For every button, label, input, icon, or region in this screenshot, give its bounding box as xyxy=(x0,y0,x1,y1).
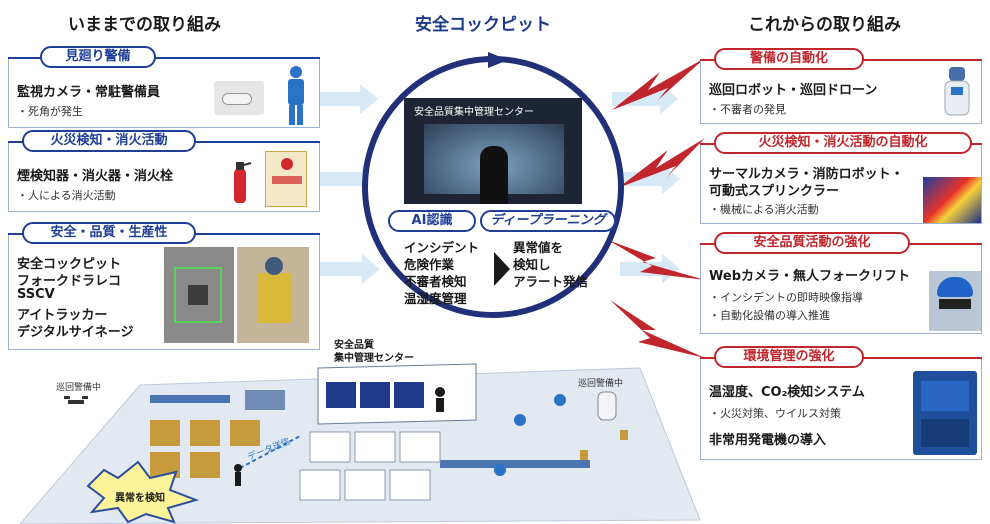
pill-environment-management: 環境管理の強化 xyxy=(714,346,864,368)
lightning-bolt-3 xyxy=(608,240,705,280)
card-line: 非常用発電機の導入 xyxy=(709,433,827,448)
detect-item: インシデント xyxy=(404,240,480,255)
card-sub: ・死角が発生 xyxy=(17,105,83,118)
tag-deep-learning: ディープラーニング xyxy=(480,210,616,232)
patrol-robot-bottom xyxy=(597,391,617,421)
card-sub: ・機械による消火活動 xyxy=(709,203,819,216)
control-center-photo xyxy=(404,98,582,204)
right-card-security: 巡回ロボット・巡回ドローン ・不審者の発見 xyxy=(700,60,982,124)
action-item: 検知し xyxy=(513,257,551,272)
control-center-label: 安全品質集中管理センター xyxy=(414,107,534,118)
card-line: アイトラッカー xyxy=(17,308,108,323)
card-line: 巡回ロボット・巡回ドローン xyxy=(709,83,878,98)
right-column-header: これからの取り組み xyxy=(748,15,901,35)
lightning-bolt-2 xyxy=(618,138,705,188)
conveyor-line xyxy=(150,390,590,468)
helmet-camera-photo xyxy=(929,271,981,331)
process-arrow-icon xyxy=(494,252,510,286)
card-line: デジタルサイネージ xyxy=(17,325,134,340)
card-sub: ・自動化設備の導入推進 xyxy=(709,309,830,322)
pill-safety: 安全・品質・生産性 xyxy=(22,222,196,244)
card-sub: ・火災対策、ウイルス対策 xyxy=(709,407,841,420)
pill-fire-automation: 火災検知・消火活動の自動化 xyxy=(714,132,972,154)
pill-fire: 火災検知・消火活動 xyxy=(22,130,196,152)
hydrant-box-photo xyxy=(265,151,307,207)
detect-item: 温湿度管理 xyxy=(404,291,467,306)
tag-ai-recognition: AI認識 xyxy=(388,210,476,232)
generator-photo xyxy=(913,371,977,455)
anomaly-label: 異常を検知 xyxy=(115,493,165,504)
control-room xyxy=(317,363,477,425)
lightning-bolt-4 xyxy=(610,300,705,358)
left-arrow-3 xyxy=(320,254,380,284)
camera-photo xyxy=(214,81,264,115)
card-line: 監視カメラ・常駐警備員 xyxy=(17,85,161,100)
camera-view-photo xyxy=(164,247,234,343)
card-line: 温湿度、CO₂検知システム xyxy=(709,385,865,400)
extinguisher-icon xyxy=(234,162,252,203)
action-item: アラート発信 xyxy=(513,274,589,289)
left-card-patrol: 監視カメラ・常駐警備員 ・死角が発生 xyxy=(8,58,320,128)
card-line: サーマルカメラ・消防ロボット・ xyxy=(709,167,904,182)
card-line: 安全コックピット xyxy=(17,257,122,272)
left-arrow-1 xyxy=(320,84,378,114)
patrol-robot-icon xyxy=(944,67,970,116)
thermal-image xyxy=(923,177,981,223)
right-arrow-1 xyxy=(612,84,678,114)
right-arrow-2 xyxy=(620,164,680,194)
right-card-environment: 温湿度、CO₂検知システム ・火災対策、ウイルス対策 非常用発電機の導入 xyxy=(700,358,982,460)
center-label-line2: 集中管理センター xyxy=(334,353,414,364)
worker-figure xyxy=(234,464,242,472)
center-title: 安全コックピット xyxy=(415,15,551,35)
data-send-line xyxy=(239,435,301,469)
card-line: Webカメラ・無人フォークリフト xyxy=(709,269,910,284)
card-line: SSCV xyxy=(17,287,55,302)
pill-security-automation: 警備の自動化 xyxy=(714,48,864,70)
guard-figure xyxy=(288,66,304,125)
detect-item: 危険作業 xyxy=(404,257,455,272)
center-label-line1: 安全品質 xyxy=(334,340,374,351)
pill-patrol: 見廻り警備 xyxy=(40,46,156,68)
right-card-quality: Webカメラ・無人フォークリフト ・インシデントの即時映像指導 ・自動化設備の導… xyxy=(700,244,982,334)
drone-icon xyxy=(64,396,88,404)
patrol-label-left: 巡回警備中 xyxy=(56,383,102,393)
card-line: 可動式スプリンクラー xyxy=(709,184,840,199)
pill-quality-enhancement: 安全品質活動の強化 xyxy=(714,232,910,254)
card-sub: ・人による消火活動 xyxy=(17,189,116,202)
forklift-photo xyxy=(237,247,309,343)
card-sub: ・インシデントの即時映像指導 xyxy=(709,291,863,304)
left-card-safety: 安全コックピット フォークドラレコ SSCV アイトラッカー デジタルサイネージ xyxy=(8,234,320,350)
card-sub: ・不審者の発見 xyxy=(709,103,786,116)
card-line: フォークドラレコ xyxy=(17,274,122,289)
anomaly-burst xyxy=(86,460,200,524)
action-item: 異常値を xyxy=(513,240,564,255)
lightning-bolt-1 xyxy=(612,58,705,110)
patrol-label-right: 巡回警備中 xyxy=(578,379,624,389)
card-line: 煙検知器・消火器・消火栓 xyxy=(17,169,174,184)
shelving-units xyxy=(299,431,441,501)
right-card-fire-automation: サーマルカメラ・消防ロボット・ 可動式スプリンクラー ・機械による消火活動 xyxy=(700,144,982,224)
detect-item: 不審者検知 xyxy=(404,274,467,289)
left-column-header: いままでの取り組み xyxy=(68,15,221,35)
